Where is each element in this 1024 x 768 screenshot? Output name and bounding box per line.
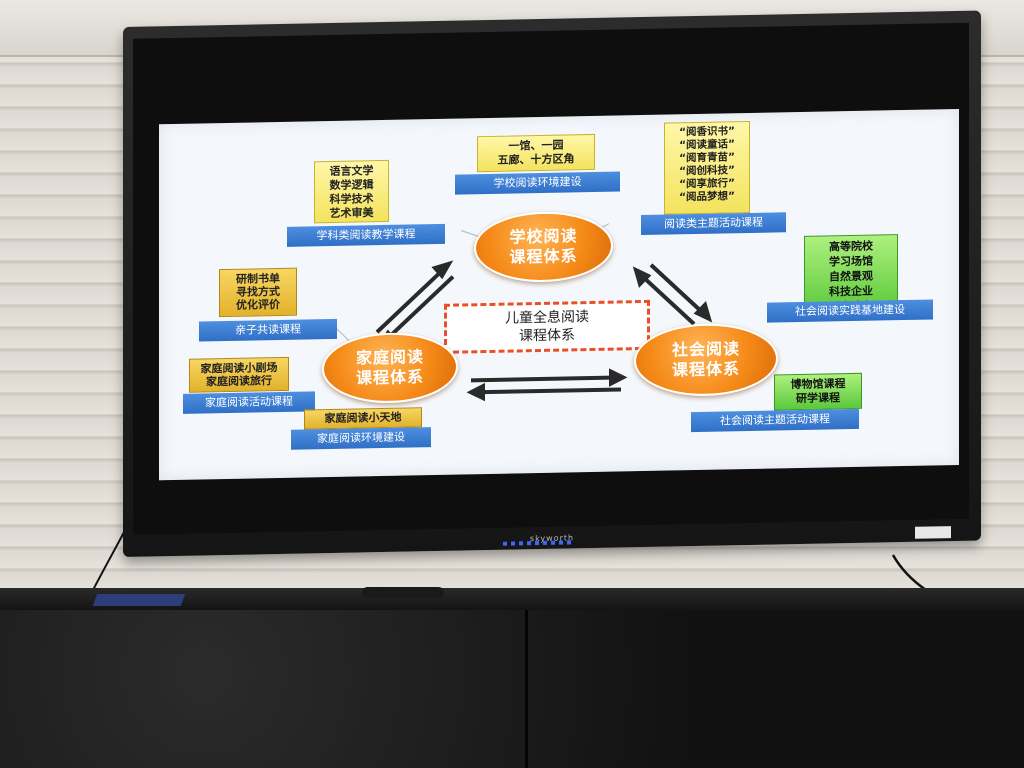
venues-note: 一馆、一园 五廊、十方区角 <box>477 133 595 173</box>
tv-monitor: 儿童全息阅读 课程体系 学校阅读 课程体系 家庭阅读 课程体系 社会阅读 课程体… <box>123 10 981 557</box>
arrows <box>333 223 740 402</box>
society-activity-label: 社会阅读主题活动课程 <box>691 408 859 433</box>
family-activity-label: 家庭阅读活动课程 <box>183 391 315 414</box>
center-title-line2: 课程体系 <box>519 327 575 345</box>
school-circle-line1: 学校阅读 <box>509 226 578 247</box>
themes-note: “阅香识书” “阅读童话” “阅育青苗” “阅创科技” “阅享旅行” “阅品梦想… <box>664 120 750 215</box>
family-environment-label: 家庭阅读环境建设 <box>291 427 431 450</box>
subjects-note: 语言文学 数学逻辑 科学技术 艺术审美 <box>314 159 389 224</box>
society-base-label: 社会阅读实践基地建设 <box>767 299 933 323</box>
center-title-box: 儿童全息阅读 课程体系 <box>444 299 650 354</box>
society-circle-line2: 课程体系 <box>671 359 740 380</box>
card-on-counter <box>92 594 186 606</box>
society-activity-note: 博物馆课程 研学课程 <box>774 372 862 411</box>
school-circle-line2: 课程体系 <box>509 246 578 267</box>
tv-sticker <box>915 526 951 539</box>
family-environment-note: 家庭阅读小天地 <box>304 407 422 430</box>
society-circle-line1: 社会阅读 <box>671 339 740 360</box>
remote-control <box>362 587 444 598</box>
granite-counter <box>0 610 1024 768</box>
parent-note: 研制书单 寻找方式 优化评价 <box>219 267 297 318</box>
counter-seam <box>525 610 528 768</box>
family-activity-note: 家庭阅读小剧场 家庭阅读旅行 <box>189 356 289 393</box>
tv-screen: 儿童全息阅读 课程体系 学校阅读 课程体系 家庭阅读 课程体系 社会阅读 课程体… <box>133 22 969 535</box>
subjects-label: 学科类阅读教学课程 <box>287 223 445 247</box>
presentation-slide: 儿童全息阅读 课程体系 学校阅读 课程体系 家庭阅读 课程体系 社会阅读 课程体… <box>159 108 959 481</box>
themes-label: 阅读类主题活动课程 <box>641 212 786 236</box>
tv-brand-logo: skyworth <box>529 533 575 544</box>
venues-label: 学校阅读环境建设 <box>455 171 620 195</box>
parent-label: 亲子共读课程 <box>199 318 337 342</box>
family-circle-line1: 家庭阅读 <box>355 347 424 368</box>
family-circle-line2: 课程体系 <box>355 367 424 388</box>
